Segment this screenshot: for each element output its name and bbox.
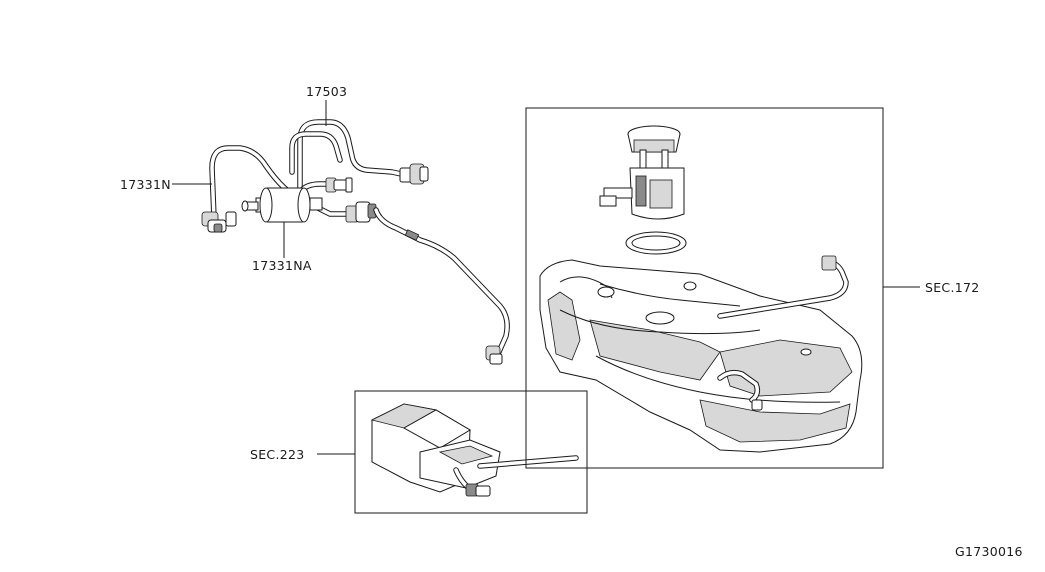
sec223-frame <box>354 390 588 514</box>
part-label-17503: 17503 <box>306 84 347 99</box>
part-label-17331na: 17331NA <box>252 258 312 273</box>
diagram-id: G1730016 <box>955 544 1023 559</box>
sec172-frame <box>525 107 884 469</box>
fuel-tank[interactable] <box>539 255 863 453</box>
fuel-pump-module[interactable] <box>599 125 685 220</box>
fuel-return-tube[interactable] <box>373 207 510 365</box>
evap-canister[interactable] <box>370 403 579 497</box>
fuel-filter-17331na[interactable] <box>241 187 323 223</box>
section-label-sec223: SEC.223 <box>250 447 305 462</box>
section-label-sec172: SEC.172 <box>925 280 980 295</box>
fuel-feed-tube-17503[interactable] <box>289 119 429 195</box>
pump-seal-ring[interactable] <box>625 231 687 255</box>
part-label-17331n: 17331N <box>120 177 171 192</box>
